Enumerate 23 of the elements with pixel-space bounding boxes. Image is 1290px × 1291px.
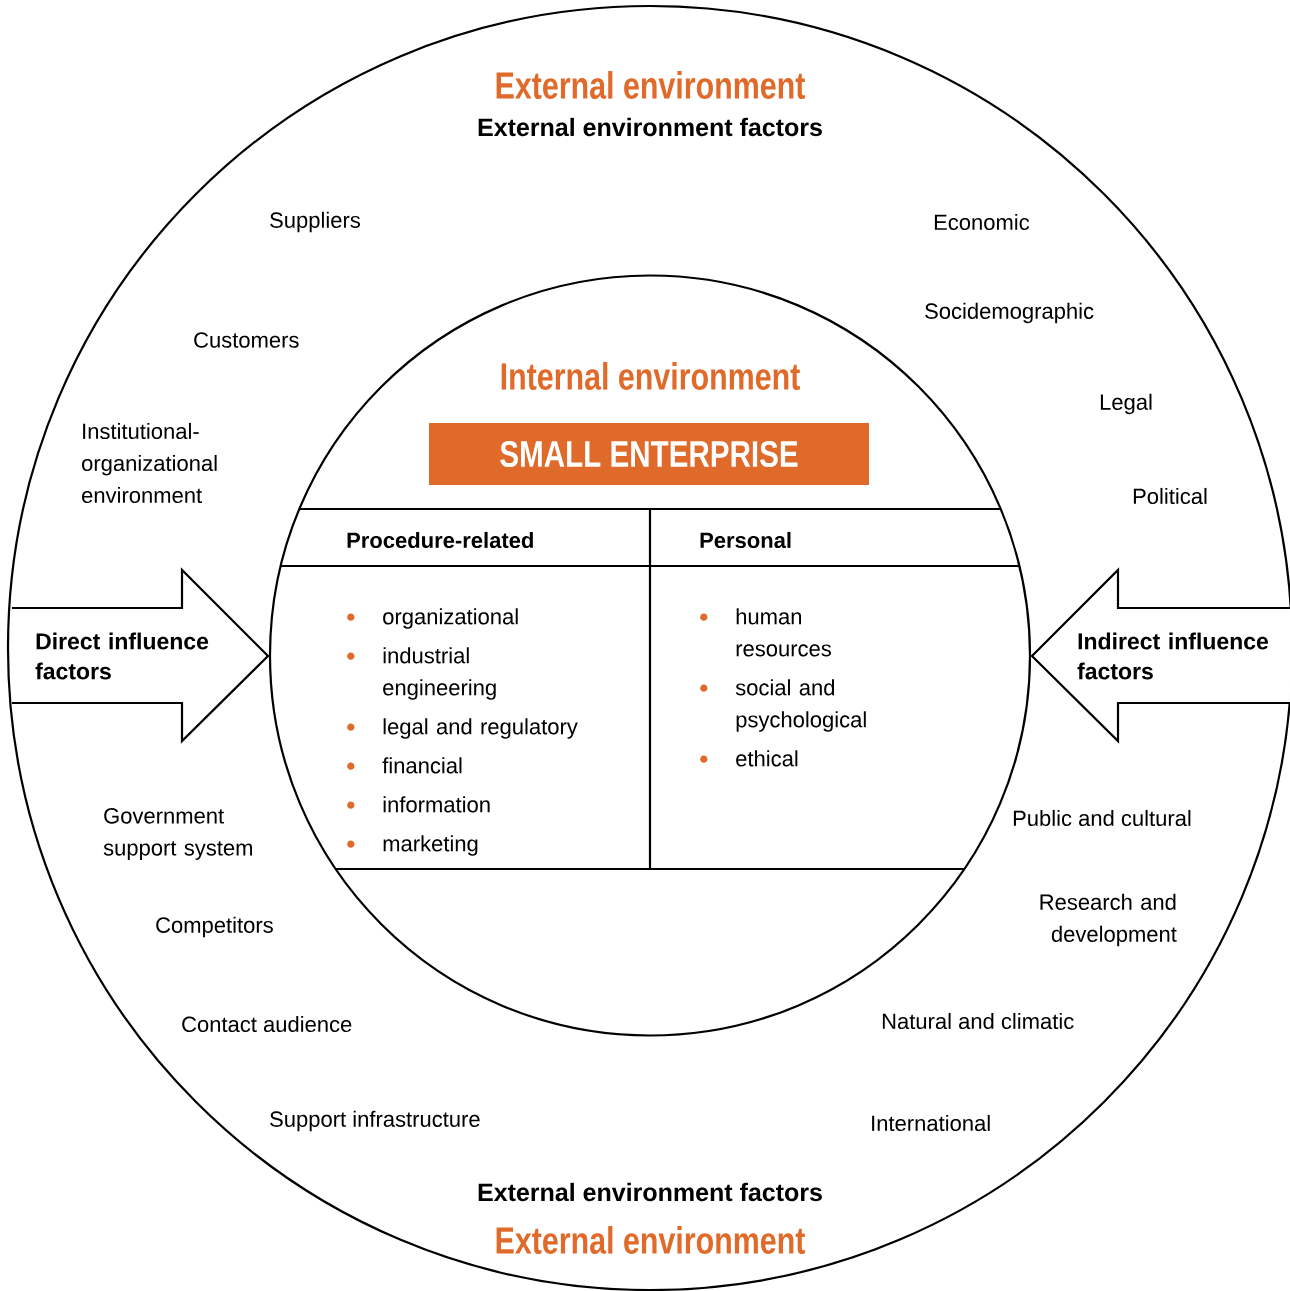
factor-label: Research and development (1040, 893, 1177, 947)
node-label: Indirect influence factors (1077, 632, 1269, 680)
factor-label: Legal (1100, 393, 1152, 415)
column-heading: Personal (700, 531, 791, 549)
section-subtitle: External environment factors (478, 117, 822, 137)
list-item: ethical (736, 750, 798, 767)
list-item: organizational (383, 608, 518, 629)
factor-label: Economic (934, 213, 1030, 231)
list-item: legal and regulatory (383, 718, 578, 739)
section-subtitle: External environment factors (478, 1182, 822, 1202)
list-item: marketing (383, 835, 478, 856)
factor-label: Suppliers (270, 211, 360, 233)
factor-label: Institutional-organizational environment (82, 422, 217, 504)
factor-label: Political (1133, 487, 1207, 505)
column-heading: Procedure-related (347, 531, 533, 549)
section-title: External environment (496, 1226, 805, 1254)
section-title: External environment (496, 71, 805, 99)
list-item: financial (382, 757, 462, 774)
factor-label: Support infrastructure (270, 1110, 480, 1132)
title-banner: SMALL ENTERPRISE (429, 423, 869, 485)
factor-label: International (872, 1114, 990, 1132)
list-item: information (383, 796, 490, 813)
factor-label: Government support system (103, 808, 252, 860)
